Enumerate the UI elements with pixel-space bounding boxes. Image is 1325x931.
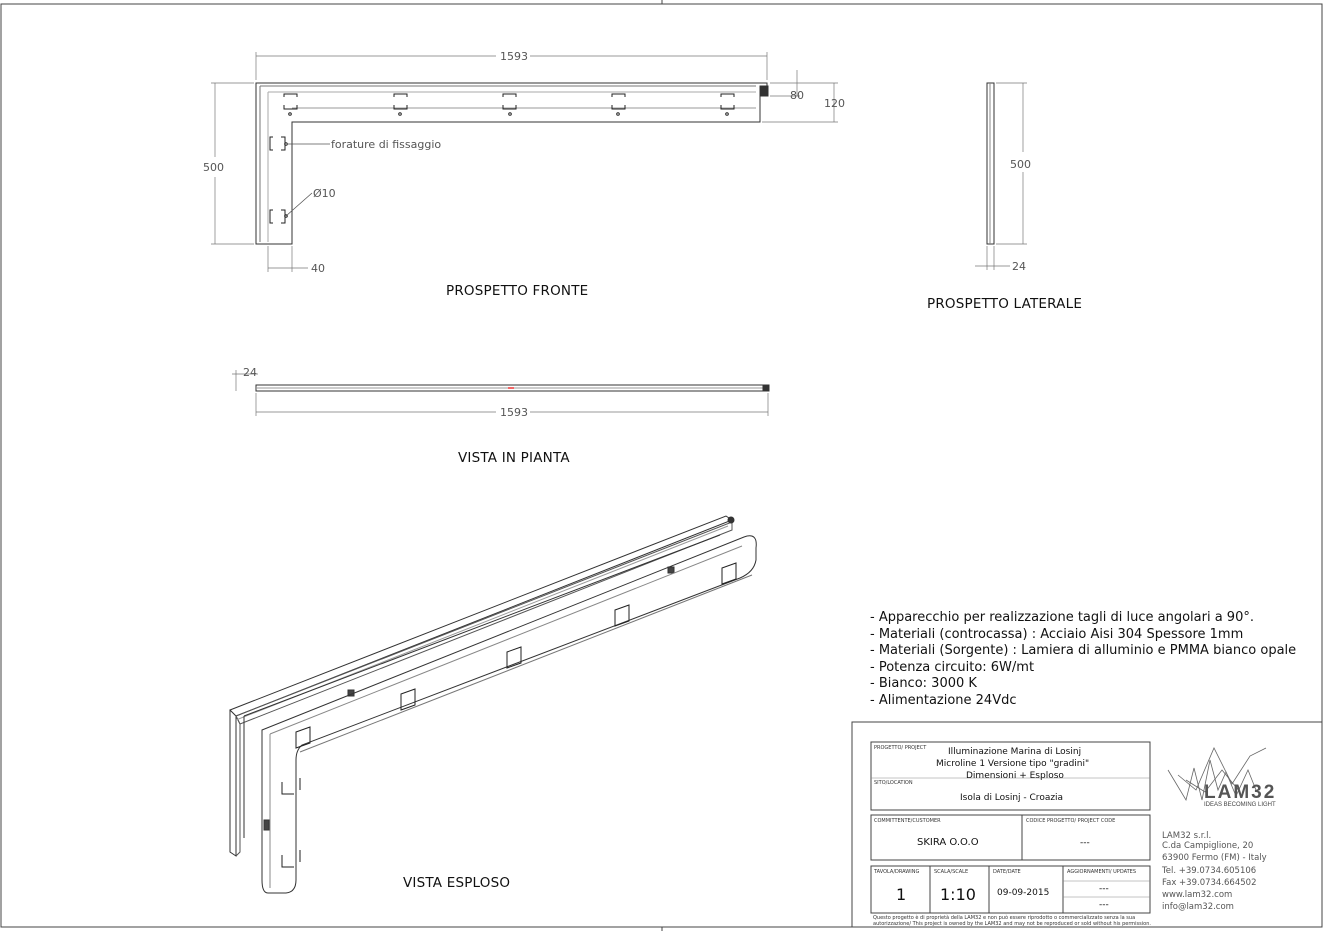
disclaimer-line-2: autorizzazione/ This project is owned by… bbox=[873, 921, 1151, 927]
front-dim-length: 1593 bbox=[500, 50, 528, 63]
front-dim-40: 40 bbox=[311, 262, 325, 275]
fixing-holes-label: forature di fissaggio bbox=[331, 138, 441, 151]
update-row-1: --- bbox=[1099, 884, 1109, 894]
plan-dim-depth: 24 bbox=[243, 366, 257, 379]
front-dim-80: 80 bbox=[790, 89, 804, 102]
customer-value: SKIRA O.O.O bbox=[917, 837, 979, 848]
update-row-2: --- bbox=[1099, 900, 1109, 910]
side-view-drawing bbox=[975, 82, 1027, 270]
company-web: www.lam32.com bbox=[1162, 890, 1233, 900]
date-label: DATE/DATE bbox=[993, 869, 1021, 875]
company-fax: Fax +39.0734.664502 bbox=[1162, 878, 1257, 888]
exploded-view-title: VISTA ESPLOSO bbox=[403, 875, 511, 891]
project-code-value: --- bbox=[1080, 838, 1090, 848]
location-label: SITO/LOCATION bbox=[874, 780, 913, 786]
front-dim-height: 500 bbox=[203, 161, 224, 174]
scale-value: 1:10 bbox=[940, 885, 976, 904]
company-email: info@lam32.com bbox=[1162, 902, 1234, 912]
note-line: - Materiali (Sorgente) : Lamiera di allu… bbox=[870, 643, 1297, 658]
customer-label: COMMITTENTE/CUSTOMER bbox=[874, 818, 941, 824]
lam32-logo-icon bbox=[1167, 747, 1267, 802]
project-code-label: CODICE PROGETTO/ PROJECT CODE bbox=[1026, 818, 1116, 824]
disclaimer-line-1: Questo progetto è di proprietà della LAM… bbox=[873, 915, 1136, 921]
project-label: PROGETTO/ PROJECT bbox=[874, 745, 927, 751]
drawing-label: TAVOLA/DRAWING bbox=[874, 869, 920, 875]
company-address-2: 63900 Fermo (FM) - Italy bbox=[1162, 853, 1267, 863]
front-view-title: PROSPETTO FRONTE bbox=[446, 283, 589, 299]
scale-label: SCALA/SCALE bbox=[934, 869, 969, 875]
plan-dim-length: 1593 bbox=[500, 406, 528, 419]
note-line: - Apparecchio per realizzazione tagli di… bbox=[870, 610, 1254, 625]
plan-view-drawing bbox=[232, 370, 770, 416]
company-tel: Tel. +39.0734.605106 bbox=[1162, 866, 1257, 876]
project-line-3: Dimensioni + Esploso bbox=[966, 771, 1064, 781]
logo-wordmark: LAM32 bbox=[1204, 782, 1276, 803]
company-name: LAM32 s.r.l. bbox=[1162, 831, 1212, 841]
side-dim-height: 500 bbox=[1010, 158, 1031, 171]
project-line-1: Illuminazione Marina di Losinj bbox=[948, 747, 1082, 757]
location-value: Isola di Losinj - Croazia bbox=[960, 793, 1064, 803]
date-value: 09-09-2015 bbox=[997, 888, 1050, 898]
side-dim-depth: 24 bbox=[1012, 260, 1026, 273]
note-line: - Alimentazione 24Vdc bbox=[870, 692, 1017, 708]
hole-diameter-label: Ø10 bbox=[313, 187, 336, 200]
company-address-1: C.da Campiglione, 20 bbox=[1162, 841, 1254, 851]
specification-notes: - Apparecchio per realizzazione tagli di… bbox=[870, 610, 1296, 709]
drawing-number: 1 bbox=[896, 885, 907, 904]
note-line: - Materiali (controcassa) : Acciaio Aisi… bbox=[870, 626, 1244, 642]
side-view-title: PROSPETTO LATERALE bbox=[927, 296, 1083, 312]
updates-label: AGGIORNAMENTI/ UPDATES bbox=[1067, 869, 1136, 875]
title-block-frame bbox=[851, 721, 1323, 928]
note-line: - Bianco: 3000 K bbox=[870, 676, 977, 691]
exploded-view-drawing bbox=[229, 515, 757, 894]
front-view-drawing bbox=[211, 52, 838, 272]
plan-view-title: VISTA IN PIANTA bbox=[458, 450, 570, 466]
front-dim-120: 120 bbox=[824, 97, 845, 110]
note-line: - Potenza circuito: 6W/mt bbox=[870, 659, 1035, 675]
project-line-2: Microline 1 Versione tipo "gradini" bbox=[936, 759, 1090, 769]
logo-tagline: IDEAS BECOMING LIGHT bbox=[1204, 802, 1276, 808]
